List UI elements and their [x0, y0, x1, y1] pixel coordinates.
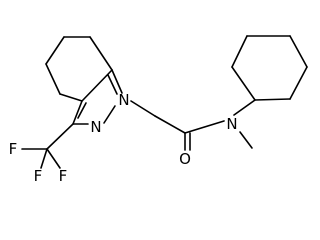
bond	[59, 93, 83, 102]
bond	[233, 99, 256, 116]
trifluoromethyl-group	[21, 123, 74, 169]
bond	[45, 36, 65, 65]
amide-nitrogen-label: N	[226, 115, 237, 133]
atom-labels: N N O N F F F	[9, 91, 238, 185]
bond	[40, 148, 48, 169]
acetamide-chain	[130, 99, 256, 151]
bond	[289, 66, 308, 100]
bond	[254, 98, 291, 101]
bond	[72, 100, 83, 125]
bond	[111, 69, 123, 94]
bond	[289, 35, 308, 68]
bond	[154, 115, 186, 134]
bond	[239, 131, 253, 149]
bond	[77, 102, 87, 119]
bond	[45, 63, 61, 95]
ring-nitrogen-1-label: N	[118, 91, 129, 109]
pyrazole-ring	[72, 69, 123, 125]
bond	[231, 35, 248, 68]
bond	[184, 120, 225, 134]
bond	[130, 100, 156, 117]
bond	[89, 36, 113, 71]
bond	[231, 66, 256, 101]
bond	[46, 123, 74, 150]
molecule-diagram: N N O N F F F	[9, 35, 308, 185]
carbonyl-oxygen-label: O	[179, 150, 191, 168]
bond	[103, 105, 116, 124]
fluorine-2-label: F	[34, 167, 43, 185]
fluorine-1-label: F	[9, 140, 18, 158]
structure-canvas: N N O N F F F	[8, 35, 308, 185]
fluorine-3-label: F	[59, 167, 68, 185]
cyclohexyl-ring	[231, 35, 308, 101]
ring-nitrogen-2-label: N	[90, 118, 101, 136]
bond	[107, 74, 118, 95]
bond	[81, 69, 113, 102]
tetrahydro-ring	[45, 36, 113, 102]
bond	[46, 148, 61, 169]
